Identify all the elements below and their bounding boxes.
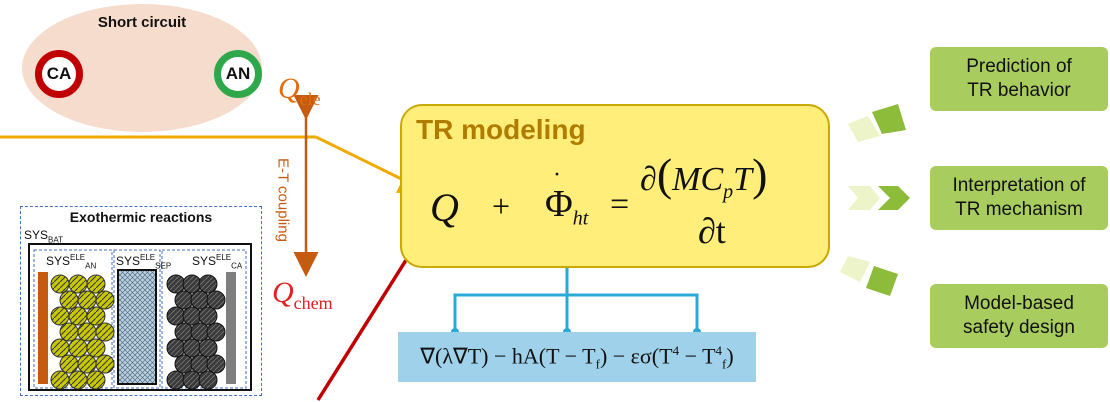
particle bbox=[198, 274, 218, 294]
cathode-particles bbox=[166, 274, 226, 390]
exothermic-title: Exothermic reactions bbox=[69, 209, 213, 225]
heat-term-box bbox=[398, 332, 756, 382]
eq-equals: = bbox=[610, 186, 630, 223]
exothermic-frame bbox=[20, 206, 262, 396]
eq-plus: + bbox=[492, 188, 511, 224]
particle bbox=[198, 306, 218, 326]
particle bbox=[95, 290, 115, 310]
particle bbox=[206, 354, 226, 374]
heat-term-formula: ∇(λ∇T) − hA(T − Tf) − εσ(T4 − T4f) bbox=[420, 343, 734, 372]
current-collector-ca bbox=[226, 272, 236, 384]
tr-modeling-box bbox=[400, 104, 830, 268]
q-ele-label: Qele bbox=[278, 72, 321, 109]
particle bbox=[86, 338, 106, 358]
particle bbox=[95, 354, 115, 374]
output-interpretation: Interpretation of TR mechanism bbox=[930, 166, 1108, 230]
chevron-arrows-icon bbox=[840, 104, 910, 296]
output-safety-design: Model-based safety design bbox=[930, 284, 1108, 348]
eq-denominator: ∂t bbox=[698, 211, 726, 251]
separator bbox=[117, 269, 157, 385]
sys-an-label: SYSELEAN bbox=[46, 253, 97, 271]
eq-phi: Φht bbox=[545, 183, 589, 230]
sys-bat-label: SYSBAT bbox=[24, 228, 63, 245]
current-collector-an bbox=[38, 272, 48, 384]
sep-region-frame bbox=[113, 249, 161, 389]
anode-circle: AN bbox=[214, 50, 262, 98]
particle bbox=[86, 274, 106, 294]
sys-sep-label: SYSELESEP bbox=[116, 253, 172, 271]
particle bbox=[206, 290, 226, 310]
output-prediction: Prediction of TR behavior bbox=[930, 47, 1108, 111]
q-chem-label: Qchem bbox=[272, 276, 333, 313]
anode-particles bbox=[50, 274, 115, 390]
particle bbox=[95, 322, 115, 342]
coupling-label: E-T coupling bbox=[274, 158, 292, 242]
battery-frame bbox=[28, 243, 252, 391]
tr-modeling-title: TR modeling bbox=[416, 114, 586, 145]
eq-q: Q bbox=[430, 185, 459, 230]
short-circuit-title: Short circuit bbox=[97, 14, 187, 31]
particle bbox=[86, 306, 106, 326]
sys-ca-label: SYSELECA bbox=[192, 253, 243, 271]
ca-region-frame bbox=[161, 249, 247, 389]
eq-dot: · bbox=[553, 162, 561, 188]
heat-term-bracket bbox=[453, 293, 699, 332]
eq-numerator: ∂(MCpT) bbox=[640, 149, 768, 203]
cathode-circle: CA bbox=[35, 50, 83, 98]
particle bbox=[198, 338, 218, 358]
particle bbox=[206, 322, 226, 342]
